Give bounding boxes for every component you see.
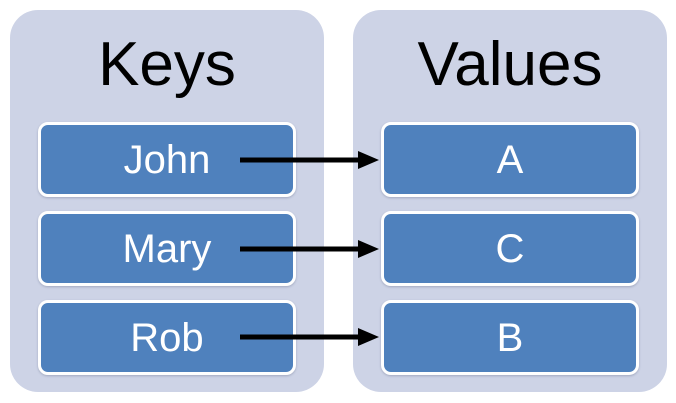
keys-panel-title: Keys bbox=[98, 30, 236, 99]
value-node-c: C bbox=[381, 211, 639, 286]
value-node-b: B bbox=[381, 300, 639, 375]
keys-panel: Keys John Mary Rob bbox=[10, 10, 324, 392]
key-node-rob: Rob bbox=[38, 300, 296, 375]
key-node-label: Mary bbox=[122, 226, 212, 271]
key-node-john: John bbox=[38, 122, 296, 197]
key-node-label: John bbox=[123, 137, 211, 182]
value-node-label: A bbox=[496, 137, 524, 182]
values-panel: Values A C B bbox=[353, 10, 667, 392]
value-node-label: C bbox=[495, 226, 525, 271]
key-node-label: Rob bbox=[130, 315, 204, 360]
values-panel-title: Values bbox=[417, 30, 603, 99]
value-node-label: B bbox=[496, 315, 524, 360]
key-node-mary: Mary bbox=[38, 211, 296, 286]
value-node-a: A bbox=[381, 122, 639, 197]
